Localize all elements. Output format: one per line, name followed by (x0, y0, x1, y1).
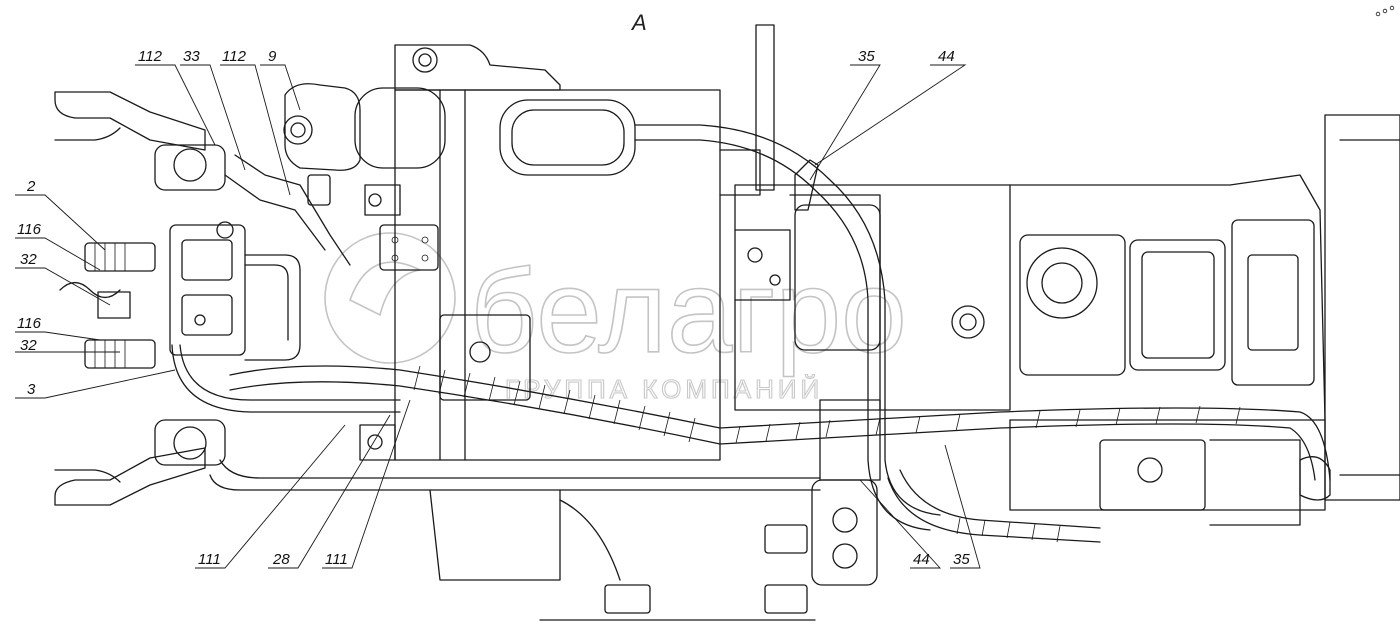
front-hitch-assembly (54, 91, 301, 506)
annotations: A 112 33 112 9 35 44 2 116 32 116 32 3 1… (17, 10, 970, 568)
callout-44-bottom: 44 (913, 551, 930, 568)
callout-112-left: 112 (138, 48, 163, 65)
callout-116-bottom: 116 (17, 315, 42, 332)
callout-116-top: 116 (17, 221, 42, 238)
leader-lines (15, 64, 981, 569)
wiring-harness (229, 365, 1331, 543)
watermark-subtitle: ГРУППА КОМПАНИЙ (505, 374, 823, 404)
view-label: A (630, 10, 647, 35)
callout-35-top: 35 (858, 48, 875, 65)
watermark-logo-ring (324, 232, 456, 364)
callout-32-top: 32 (20, 251, 37, 268)
callout-33: 33 (183, 48, 200, 65)
vertical-rod (755, 24, 775, 191)
callout-35-bottom: 35 (953, 551, 970, 568)
callout-111-right: 111 (325, 551, 348, 568)
callout-3: 3 (27, 381, 36, 398)
callout-44-top: 44 (938, 48, 955, 65)
hydraulic-tank (359, 89, 761, 461)
watermark: белагро ГРУППА КОМПАНИЙ (324, 232, 908, 405)
callout-9: 9 (268, 48, 277, 65)
hydraulic-pipes (171, 124, 1331, 531)
watermark-brand: белагро (470, 246, 907, 378)
corner-mark-icon (1375, 5, 1395, 17)
callout-32-bottom: 32 (20, 337, 37, 354)
callout-2: 2 (26, 178, 36, 195)
lower-frame (209, 399, 1326, 621)
transmission-housing (734, 114, 1400, 501)
callout-28: 28 (272, 551, 290, 568)
callout-111-left: 111 (198, 551, 221, 568)
callout-112-right: 112 (222, 48, 247, 65)
pump-cluster (224, 44, 561, 266)
